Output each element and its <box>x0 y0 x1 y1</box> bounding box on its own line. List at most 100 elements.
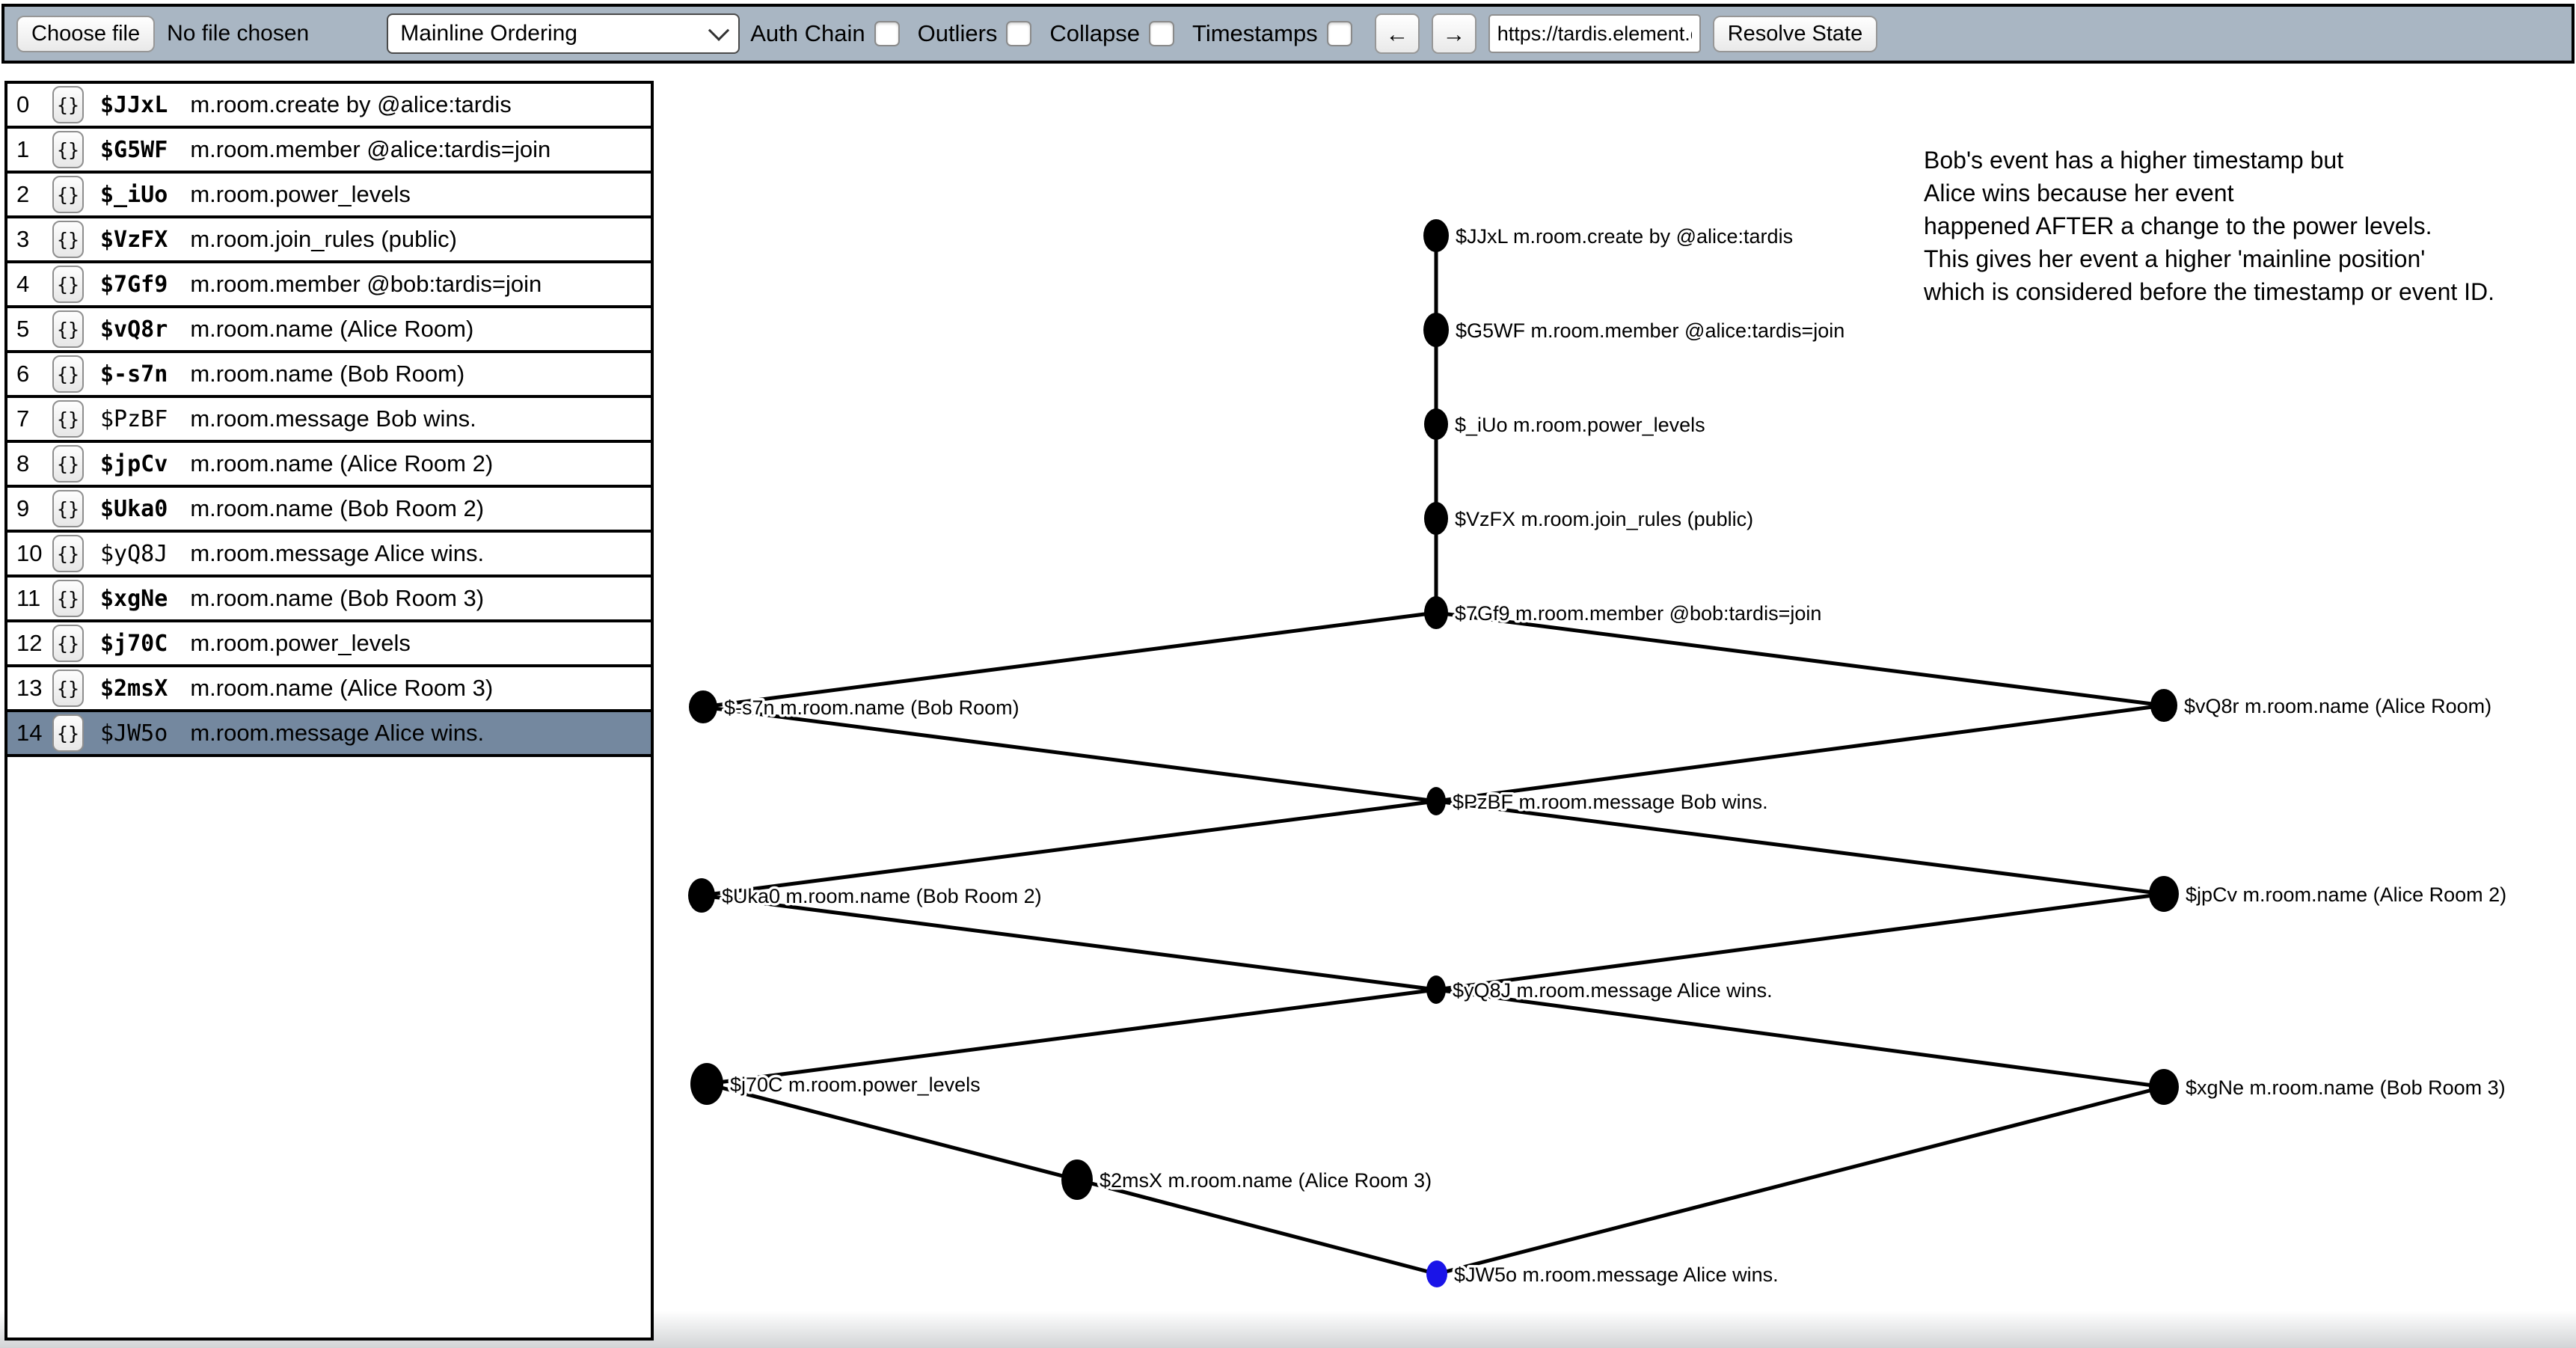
json-toggle-button[interactable]: {} <box>52 490 84 527</box>
dag-node-label: $JJxL m.room.create by @alice:tardis <box>1456 225 1793 248</box>
toolbar: Choose file No file chosen Mainline Orde… <box>1 4 2575 64</box>
event-row-8[interactable]: 8 {} $jpCv m.room.name (Alice Room 2) <box>7 443 651 488</box>
dag-node-label: $G5WF m.room.member @alice:tardis=join <box>1456 319 1844 342</box>
dag-node-$xgNe[interactable] <box>2149 1069 2179 1105</box>
event-id: $Uka0 <box>100 495 168 522</box>
dag-node-$JW5o[interactable] <box>1426 1260 1447 1287</box>
json-toggle-button[interactable]: {} <box>52 86 84 123</box>
event-description: m.room.name (Alice Room 2) <box>190 450 494 477</box>
event-description: m.room.message Alice wins. <box>190 540 485 566</box>
event-index: 11 <box>16 585 41 611</box>
checkbox-outliers[interactable] <box>1006 21 1032 46</box>
dag-node-$Uka0[interactable] <box>688 878 715 913</box>
json-toggle-button[interactable]: {} <box>52 400 84 438</box>
annotation-line: Alice wins because her event <box>1924 180 2234 206</box>
json-toggle-button[interactable]: {} <box>52 625 84 662</box>
json-toggle-button[interactable]: {} <box>52 310 84 348</box>
dag-node-label: $2msX m.room.name (Alice Room 3) <box>1100 1169 1432 1192</box>
dag-node-$VzFX[interactable] <box>1424 502 1448 535</box>
event-description: m.room.name (Bob Room 2) <box>190 495 485 521</box>
event-description: m.room.member @bob:tardis=join <box>190 271 542 297</box>
url-input[interactable] <box>1488 14 1701 53</box>
dag-node-label: $vQ8r m.room.name (Alice Room) <box>2184 695 2491 717</box>
resolve-state-button[interactable]: Resolve State <box>1712 15 1878 52</box>
json-toggle-button[interactable]: {} <box>52 266 84 303</box>
event-description: m.room.join_rules (public) <box>190 226 457 252</box>
checkbox-collapse[interactable] <box>1149 21 1175 46</box>
dag-node-$jpCv[interactable] <box>2149 876 2179 912</box>
json-toggle-button[interactable]: {} <box>52 580 84 617</box>
dag-node-label: $yQ8J m.room.message Alice wins. <box>1453 979 1773 1002</box>
annotation-line: happened AFTER a change to the power lev… <box>1924 212 2432 239</box>
event-description: m.room.power_levels <box>190 181 411 207</box>
ordering-select-value: Mainline Ordering <box>400 21 577 46</box>
event-id: $jpCv <box>100 450 168 477</box>
dag-node-label: $-s7n m.room.name (Bob Room) <box>724 696 1019 719</box>
dag-node-$yQ8J[interactable] <box>1426 975 1446 1004</box>
json-toggle-button[interactable]: {} <box>52 535 84 572</box>
dag-node-label: $VzFX m.room.join_rules (public) <box>1455 508 1753 530</box>
event-id: $7Gf9 <box>100 271 168 298</box>
chevron-down-icon <box>708 19 730 41</box>
event-index: 5 <box>16 316 30 342</box>
event-id: $xgNe <box>100 585 168 612</box>
dag-node-$j70C[interactable] <box>690 1063 723 1105</box>
dag-node-label: $j70C m.room.power_levels <box>730 1073 981 1096</box>
dag-edge <box>706 1082 1078 1182</box>
dag-node-$vQ8r[interactable] <box>2150 689 2177 722</box>
checkbox-label-auth-chain: Auth Chain <box>750 20 865 46</box>
forward-button[interactable]: → <box>1431 13 1476 54</box>
dag-node-$7Gf9[interactable] <box>1424 596 1448 629</box>
ordering-select[interactable]: Mainline Ordering <box>387 13 740 54</box>
checkbox-label-collapse: Collapse <box>1049 20 1141 46</box>
json-toggle-button[interactable]: {} <box>52 221 84 258</box>
event-index: 8 <box>16 450 30 477</box>
dag-node-$G5WF[interactable] <box>1423 313 1449 347</box>
choose-file-button[interactable]: Choose file <box>16 15 156 52</box>
checkbox-timestamps[interactable] <box>1326 21 1352 46</box>
json-toggle-button[interactable]: {} <box>52 176 84 213</box>
dag-node-$JJxL[interactable] <box>1423 219 1449 252</box>
json-toggle-button[interactable]: {} <box>52 445 84 482</box>
checkbox-auth-chain[interactable] <box>874 21 900 46</box>
event-id: $_iUo <box>100 181 168 208</box>
checkbox-label-outliers: Outliers <box>917 20 998 46</box>
json-toggle-button[interactable]: {} <box>52 714 84 752</box>
json-toggle-button[interactable]: {} <box>52 670 84 707</box>
event-index: 14 <box>16 720 43 746</box>
back-button[interactable]: ← <box>1374 13 1420 54</box>
event-description: m.room.name (Bob Room) <box>190 361 465 387</box>
annotation-line: which is considered before the timestamp… <box>1924 278 2495 305</box>
event-id: $-s7n <box>100 361 168 387</box>
event-index: 0 <box>16 91 30 117</box>
event-index: 12 <box>16 630 43 656</box>
dag-node-$-s7n[interactable] <box>689 690 717 723</box>
dag-node-$2msX[interactable] <box>1061 1159 1093 1200</box>
dag-node-$PzBF[interactable] <box>1426 787 1446 815</box>
json-toggle-button[interactable]: {} <box>52 131 84 168</box>
event-id: $JJxL <box>100 91 168 118</box>
event-index: 3 <box>16 226 30 252</box>
event-description: m.room.power_levels <box>190 630 411 656</box>
dag-edge <box>1076 1177 1438 1276</box>
dag-node-$_iUo[interactable] <box>1424 408 1448 440</box>
json-toggle-button[interactable]: {} <box>52 355 84 393</box>
